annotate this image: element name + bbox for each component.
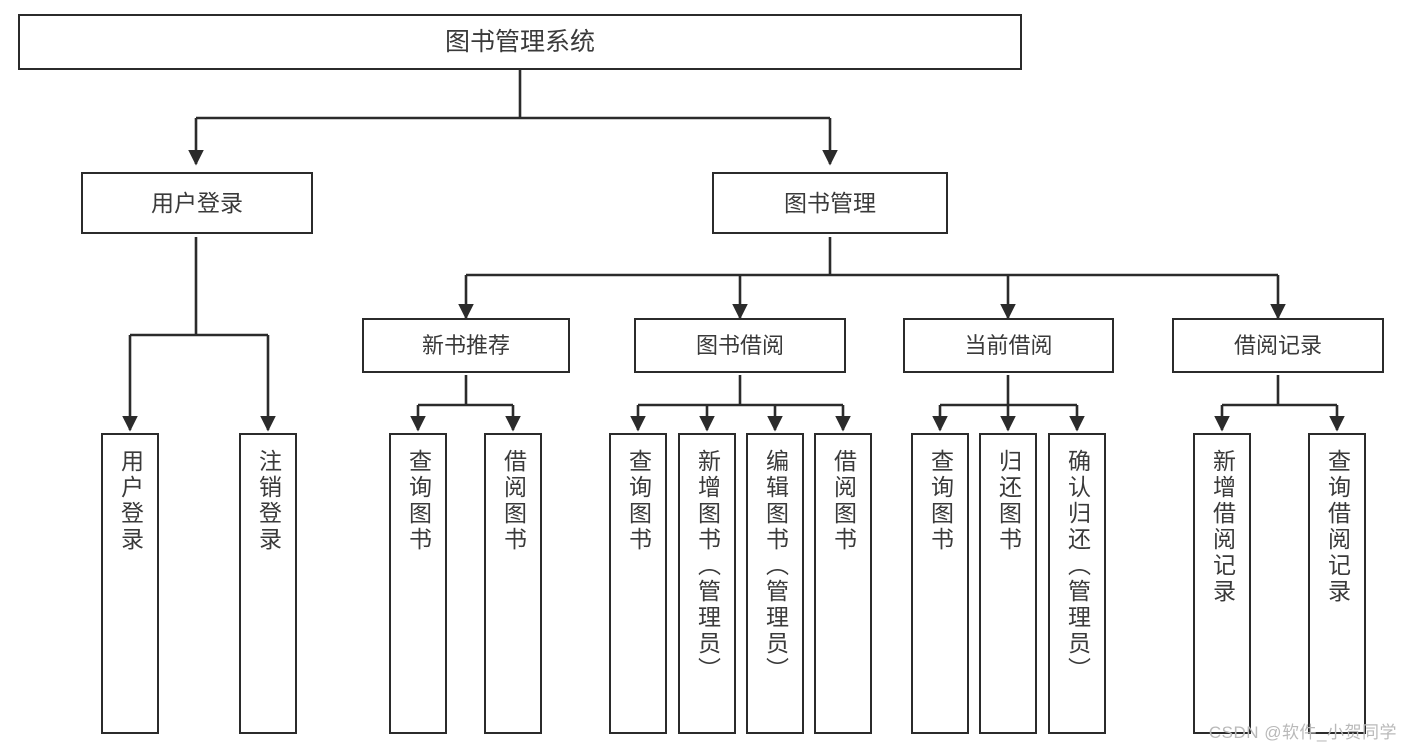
node-label: 用户登录: [117, 449, 144, 553]
node-label: 当前借阅: [964, 332, 1053, 358]
leaf-query-book-new-rec[interactable]: 查询图书: [389, 433, 447, 734]
csdn-watermark: CSDN @软件_小贺同学: [1208, 723, 1397, 742]
node-label: 查询图书: [405, 449, 432, 553]
leaf-return-book[interactable]: 归还图书: [979, 433, 1037, 734]
node-label: 借阅记录: [1233, 332, 1322, 358]
node-label: 确认归还（管理员）: [1064, 449, 1091, 683]
leaf-query-book-borrow[interactable]: 查询图书: [609, 433, 667, 734]
node-label: 图书借阅: [695, 332, 784, 358]
node-label: 借阅图书: [500, 449, 527, 553]
node-label: 编辑图书（管理员）: [762, 449, 789, 683]
leaf-user-login[interactable]: 用户登录: [101, 433, 159, 734]
node-book-manage[interactable]: 图书管理: [712, 172, 948, 234]
leaf-borrow-book[interactable]: 借阅图书: [814, 433, 872, 734]
node-new-book-rec[interactable]: 新书推荐: [362, 318, 570, 373]
node-label: 新书推荐: [421, 332, 510, 358]
node-borrow-record[interactable]: 借阅记录: [1172, 318, 1384, 373]
leaf-borrow-book-new-rec[interactable]: 借阅图书: [484, 433, 542, 734]
node-label: 新增图书（管理员）: [694, 449, 721, 683]
node-label: 查询图书: [927, 449, 954, 553]
node-label: 新增借阅记录: [1209, 449, 1236, 605]
node-label: 图书管理: [784, 189, 876, 216]
node-book-borrow[interactable]: 图书借阅: [634, 318, 846, 373]
leaf-add-book-admin[interactable]: 新增图书（管理员）: [678, 433, 736, 734]
leaf-add-borrow-record[interactable]: 新增借阅记录: [1193, 433, 1251, 734]
node-label: 归还图书: [995, 449, 1022, 553]
node-label: 查询图书: [625, 449, 652, 553]
node-root-book-management-system[interactable]: 图书管理系统: [18, 14, 1022, 70]
node-label: 用户登录: [151, 189, 243, 216]
node-current-borrow[interactable]: 当前借阅: [903, 318, 1114, 373]
leaf-user-logout[interactable]: 注销登录: [239, 433, 297, 734]
node-label: 借阅图书: [830, 449, 857, 553]
leaf-edit-book-admin[interactable]: 编辑图书（管理员）: [746, 433, 804, 734]
leaf-query-borrow-record[interactable]: 查询借阅记录: [1308, 433, 1366, 734]
node-label: 注销登录: [255, 449, 282, 553]
node-user-login[interactable]: 用户登录: [81, 172, 313, 234]
node-label: 图书管理系统: [444, 27, 595, 56]
node-label: 查询借阅记录: [1324, 449, 1351, 605]
leaf-confirm-return-admin[interactable]: 确认归还（管理员）: [1048, 433, 1106, 734]
leaf-query-book-current[interactable]: 查询图书: [911, 433, 969, 734]
